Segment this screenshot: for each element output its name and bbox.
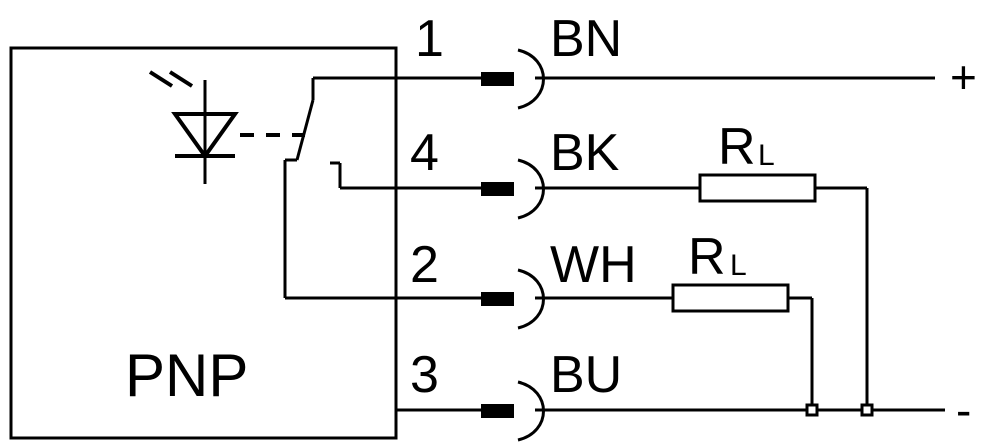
wire-color-bn: BN (550, 10, 622, 68)
svg-text:L: L (730, 249, 747, 282)
connector-pin-1 (481, 48, 545, 110)
supply-positive: + (950, 51, 977, 103)
pin-number-3: 3 (410, 346, 439, 404)
load-resistor-2 (671, 283, 790, 313)
junction-node (860, 403, 874, 417)
wire-color-bu: BU (550, 346, 622, 404)
load-resistor-1 (698, 173, 817, 203)
svg-text:L: L (758, 139, 775, 172)
connector-pin-3 (481, 380, 545, 442)
svg-text:R: R (718, 118, 756, 176)
wire-color-bk: BK (550, 124, 620, 182)
connector-pin-2 (481, 268, 545, 330)
load-label-2: R L (688, 228, 747, 286)
supply-negative: - (956, 384, 971, 436)
junction-node (805, 403, 819, 417)
sensor-output-type: PNP (125, 342, 248, 409)
pin-number-2: 2 (410, 236, 439, 294)
light-rays-icon (148, 70, 194, 88)
pin-number-4: 4 (410, 124, 439, 182)
pin-number-1: 1 (415, 10, 444, 68)
wire-color-wh: WH (550, 236, 637, 294)
sensor-housing (9, 46, 398, 440)
switch-contacts (283, 76, 399, 300)
connector-pin-4 (481, 158, 545, 220)
svg-text:R: R (688, 228, 726, 286)
photodiode-symbol (171, 80, 239, 184)
load-label-1: R L (718, 118, 775, 176)
